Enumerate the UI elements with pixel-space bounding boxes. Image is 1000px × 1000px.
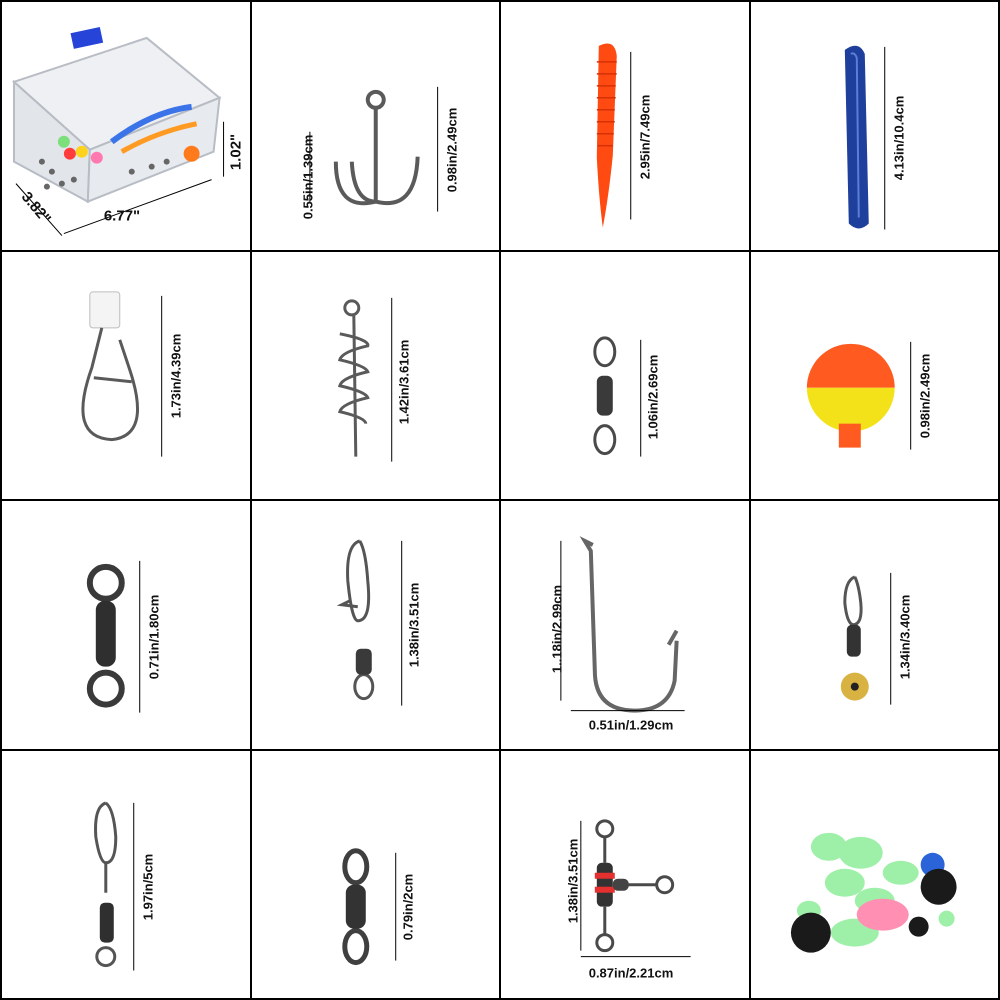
single-hook-width-label: 0.51in/1.29cm — [588, 717, 674, 733]
float-size-label: 0.98in/2.49cm — [917, 353, 932, 438]
cell-bead-snap-swivel: 1.34in/3.40cm — [750, 501, 998, 749]
float-image — [806, 341, 911, 450]
glow-beads-image — [790, 832, 957, 953]
rolling-swivel-length-label: 0.79in/2cm — [400, 873, 415, 940]
cell-single-hook: 1..18in/2.99cm 0.51in/1.29cm — [501, 501, 749, 749]
single-hook-length-label: 1..18in/2.99cm — [549, 584, 565, 674]
barrel-swivel-length-label: 1.06in/2.69cm — [645, 354, 661, 439]
ball-bearing-swivel-length-label: 0.71in/1.80cm — [146, 594, 162, 680]
rolling-swivel-image — [341, 847, 396, 965]
cell-glow-beads — [750, 750, 998, 998]
cell-float: 0.98in/2.49cm — [750, 251, 998, 499]
treble-hook-small-label: 0.55in/1.39cm — [300, 134, 315, 220]
three-way-swivel-width-label: 0.87in/2.21cm — [588, 965, 674, 980]
barrel-swivel-image — [593, 335, 642, 457]
orange-worm-image — [596, 43, 632, 228]
snap-stopper-image — [81, 290, 163, 457]
treble-hook-image — [308, 86, 438, 212]
cell-ball-bearing-swivel: 0.71in/1.80cm — [2, 501, 250, 749]
cell-three-way-swivel: 1.38in/3.51cm 0.87in/2.21cm — [501, 750, 749, 998]
corkscrew-length-label: 1.42in/3.61cm — [396, 339, 411, 424]
orange-worm-length-label: 2.95in/7.49cm — [637, 94, 653, 180]
tackle-box-image — [12, 27, 225, 236]
tackle-box-height-label: 1.02" — [227, 133, 245, 171]
cell-orange-worm: 2.95in/7.49cm — [501, 2, 749, 250]
cell-rolling-swivel: 0.79in/2cm — [251, 750, 499, 998]
cell-barrel-swivel: 1.06in/2.69cm — [501, 251, 749, 499]
treble-hook-large-label: 0.98in/2.49cm — [444, 107, 459, 193]
blue-worm-image — [844, 45, 885, 230]
cell-blue-worm: 4.13in/10.4cm — [750, 2, 998, 250]
cell-treble-hook: 0.55in/1.39cm 0.98in/2.49cm — [251, 2, 499, 250]
cell-tackle-box: 3.82" 6.77" 1.02" — [2, 2, 250, 250]
three-way-swivel-length-label: 1.38in/3.51cm — [565, 838, 581, 923]
bead-snap-swivel-image — [840, 572, 891, 705]
single-hook-image — [560, 536, 685, 713]
ball-bearing-swivel-image — [86, 560, 141, 713]
cell-interlock-snap-swivel: 1.97in/5cm — [2, 750, 250, 998]
cell-snap-swivel: 1.38in/3.51cm — [251, 501, 499, 749]
cell-snap-stopper: 1.73in/4.39cm — [2, 251, 250, 499]
snap-stopper-length-label: 1.73in/4.39cm — [168, 333, 184, 418]
tackle-box-length-label: 6.77" — [103, 207, 141, 225]
blue-worm-length-label: 4.13in/10.4cm — [891, 95, 906, 181]
snap-swivel-image — [336, 539, 402, 706]
cell-corkscrew: 1.42in/3.61cm — [251, 251, 499, 499]
interlock-snap-swivel-length-label: 1.97in/5cm — [140, 853, 156, 920]
snap-swivel-length-label: 1.38in/3.51cm — [406, 582, 421, 668]
three-way-swivel-image — [580, 818, 691, 957]
bead-snap-swivel-length-label: 1.34in/3.40cm — [897, 594, 912, 680]
interlock-snap-swivel-image — [94, 800, 135, 971]
corkscrew-image — [337, 297, 392, 462]
